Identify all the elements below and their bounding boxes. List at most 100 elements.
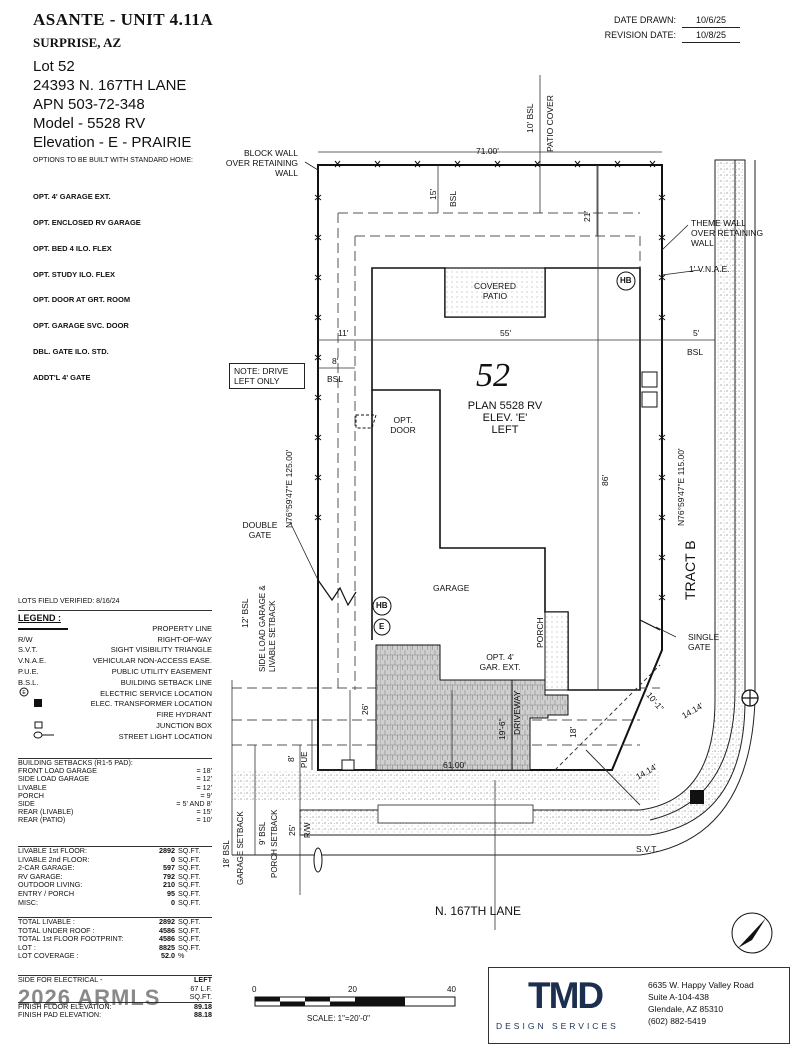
garage-setback-label: GARAGE SETBACK	[236, 811, 245, 885]
setback-key: SIDE	[18, 799, 35, 809]
setback-row: REAR (PATIO) = 10'	[18, 816, 212, 824]
lot-number-label: 52	[476, 357, 510, 394]
address-line: Suite A-104-438	[648, 992, 709, 1002]
setback-row: LIVABLE= 12'	[18, 782, 212, 792]
electric-label: E	[379, 622, 385, 631]
option-item: OPT. DOOR AT GRT. ROOM	[33, 295, 131, 305]
dim-rear: 15'	[428, 188, 438, 200]
scale-bar-segment	[255, 997, 280, 1002]
option-item: OPT. BED 4 ILO. FLEX	[33, 243, 112, 253]
total-row: LOT COVERAGE :52.0%	[18, 952, 212, 961]
bsl-label: BSL	[687, 347, 704, 357]
label-line: DOUBLE	[242, 520, 278, 530]
electrical-side-label: SIDE FOR ELECTRICAL -	[18, 975, 103, 984]
dim-bottom: 61.00'	[443, 760, 466, 770]
note-drive-box: NOTE: DRIVE LEFT ONLY	[229, 363, 305, 389]
area-unit: SQ.FT.	[178, 880, 201, 890]
option-item: OPT. GARAGE SVC. DOOR	[33, 321, 129, 331]
dimension-lines	[231, 75, 715, 930]
setback-key: LIVABLE	[18, 782, 47, 792]
area-key: LIVABLE 1st FLOOR:	[18, 846, 87, 855]
legend-value: RIGHT-OF-WAY	[157, 634, 212, 644]
elevation-value: 89.18	[194, 1001, 212, 1011]
label-line: WALL	[275, 168, 298, 178]
option-item: ADDT'L 4' GATE	[33, 372, 91, 382]
dim-19-6: 19'-6"	[497, 718, 507, 740]
legend-value: JUNCTION BOX	[156, 721, 212, 731]
project-title: ASANTE - UNIT 4.11A	[33, 10, 214, 29]
patio-cover-label: PATIO COVER	[545, 95, 555, 152]
setback-value: = 5' AND 8'	[176, 799, 212, 809]
setback-row: REAR (LIVABLE)= 15'	[18, 808, 212, 816]
dim-right-bearing: N76°59'47"E 115.00'	[676, 448, 686, 526]
setback-value: = 9'	[200, 790, 212, 800]
side-load-setback-label: SIDE LOAD GARAGE & LIVABLE SETBACK	[258, 585, 278, 672]
svt-line	[554, 664, 661, 771]
label-line: COVERED	[473, 281, 517, 291]
scale-bar-segment	[330, 1001, 355, 1006]
scale-tick: 40	[447, 985, 456, 994]
setback-key: FRONT LOAD GARAGE	[18, 766, 97, 776]
elevation-key: FINISH FLOOR ELEVATION:	[18, 1001, 112, 1011]
elevation-row: FINISH PAD ELEVATION:88.18	[18, 1011, 212, 1020]
setback-row: PORCH= 9'	[18, 790, 212, 800]
setback-value: = 10'	[196, 815, 212, 825]
dim-25: 25'	[287, 824, 297, 836]
legend-title: LEGEND :	[18, 613, 62, 623]
total-unit: %	[178, 951, 185, 961]
plan-hand: LEFT	[491, 424, 519, 436]
scale-label: SCALE: 1"=20'-0"	[307, 1014, 371, 1023]
setback-key: REAR (PATIO)	[18, 815, 66, 825]
area-unit: SQ.FT.	[178, 897, 201, 907]
label-line: PATIO	[482, 291, 508, 301]
opt-garage-ext-label: OPT. 4' GAR. EXT.	[470, 652, 530, 672]
date-drawn-value: 10/6/25	[682, 13, 740, 28]
bsl-label: BSL	[327, 374, 344, 384]
area-unit: SQ.FT.	[178, 863, 201, 873]
hose-bib	[616, 271, 636, 291]
legend-row: V.N.A.E.VEHICULAR NON-ACCESS EASE.	[18, 655, 212, 666]
scale-tick: 20	[348, 985, 357, 994]
area-value: 597	[163, 863, 175, 873]
option-item: OPT. ENCLOSED RV GARAGE	[33, 217, 141, 227]
covered-patio	[444, 267, 546, 318]
svg-text:E: E	[22, 690, 26, 696]
dim-26: 26'	[360, 703, 370, 715]
pue-label: PUE	[300, 751, 309, 768]
address-line: Glendale, AZ 85310	[648, 1004, 724, 1014]
option-item: OPT. 4' GARAGE EXT.	[33, 192, 111, 202]
revision-date-value: 10/8/25	[682, 28, 740, 43]
scale-bar-segment	[355, 997, 405, 1006]
setback-value: = 12'	[196, 774, 212, 784]
option-item: OPT. STUDY ILO. FLEX	[33, 269, 115, 279]
area-unit: SQ.FT.	[178, 854, 201, 864]
label-line: BLOCK WALL	[243, 148, 298, 158]
street-name: N. 167TH LANE	[435, 904, 522, 918]
label-line: OPT.	[393, 415, 413, 425]
legend-key: S.V.T.	[18, 645, 38, 655]
dim-right-side: 5'	[693, 328, 700, 338]
total-key: LOT :	[18, 942, 36, 952]
setback-value: = 15'	[196, 807, 212, 817]
project-city: SURPRISE, AZ	[33, 35, 122, 50]
elevation-row: FINISH FLOOR ELEVATION: 89.18	[18, 1001, 212, 1012]
electrical-row: SIDE FOR ELECTRICAL -LEFT	[18, 975, 212, 985]
north-arrow	[738, 918, 766, 948]
dim-depth: 86'	[600, 474, 610, 486]
label-line: OVER RETAINING	[225, 158, 298, 168]
legend-value: PROPERTY LINE	[152, 623, 212, 633]
dim-left-bearing: N76°59'47"E 125.00'	[284, 449, 294, 528]
revision-date-label: REVISION DATE:	[604, 30, 676, 40]
legend-row: PROPERTY LINE	[18, 623, 212, 634]
area-key: 2-CAR GARAGE:	[18, 863, 75, 873]
street-light	[313, 847, 323, 873]
date-drawn-label: DATE DRAWN:	[614, 15, 676, 25]
